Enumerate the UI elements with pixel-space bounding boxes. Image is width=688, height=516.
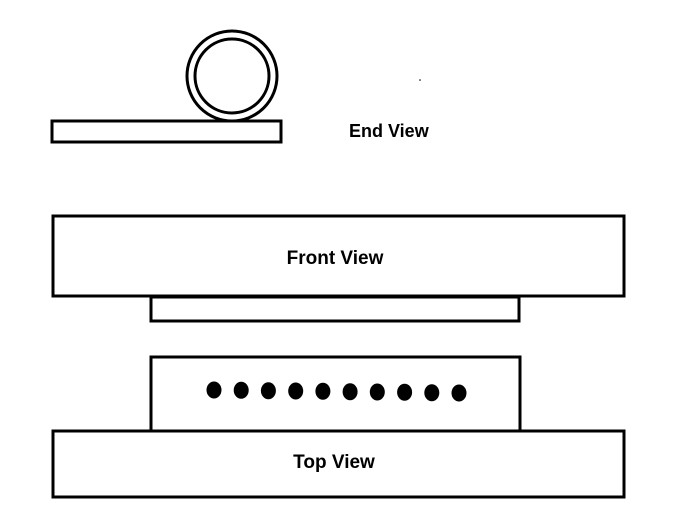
end-view-label: End View <box>349 121 430 141</box>
front-view-main-body <box>51 214 626 298</box>
front-view-group: Front View <box>51 214 626 323</box>
end-view-base-plate <box>50 119 283 144</box>
top-view-hole <box>424 384 440 402</box>
front-view-base-plate <box>149 295 521 323</box>
top-view-hole <box>260 382 276 400</box>
top-view-hole <box>315 382 331 400</box>
top-view-hole <box>288 382 304 400</box>
top-view-hole <box>206 381 222 399</box>
top-view-group: Top View <box>51 355 626 499</box>
top-view-hole <box>233 381 249 399</box>
front-view-label: Front View <box>287 248 384 269</box>
top-view-hole <box>451 384 467 402</box>
top-view-hole-row <box>206 381 467 402</box>
top-view-main-body <box>51 429 626 499</box>
end-view-group: End View <box>50 29 430 144</box>
top-view-hole <box>369 383 385 401</box>
stray-dot <box>419 79 421 81</box>
top-view-label: Top View <box>293 452 375 473</box>
top-view-hole <box>397 383 413 401</box>
end-view-tube-inner <box>193 37 271 115</box>
top-view-hole <box>342 383 358 401</box>
